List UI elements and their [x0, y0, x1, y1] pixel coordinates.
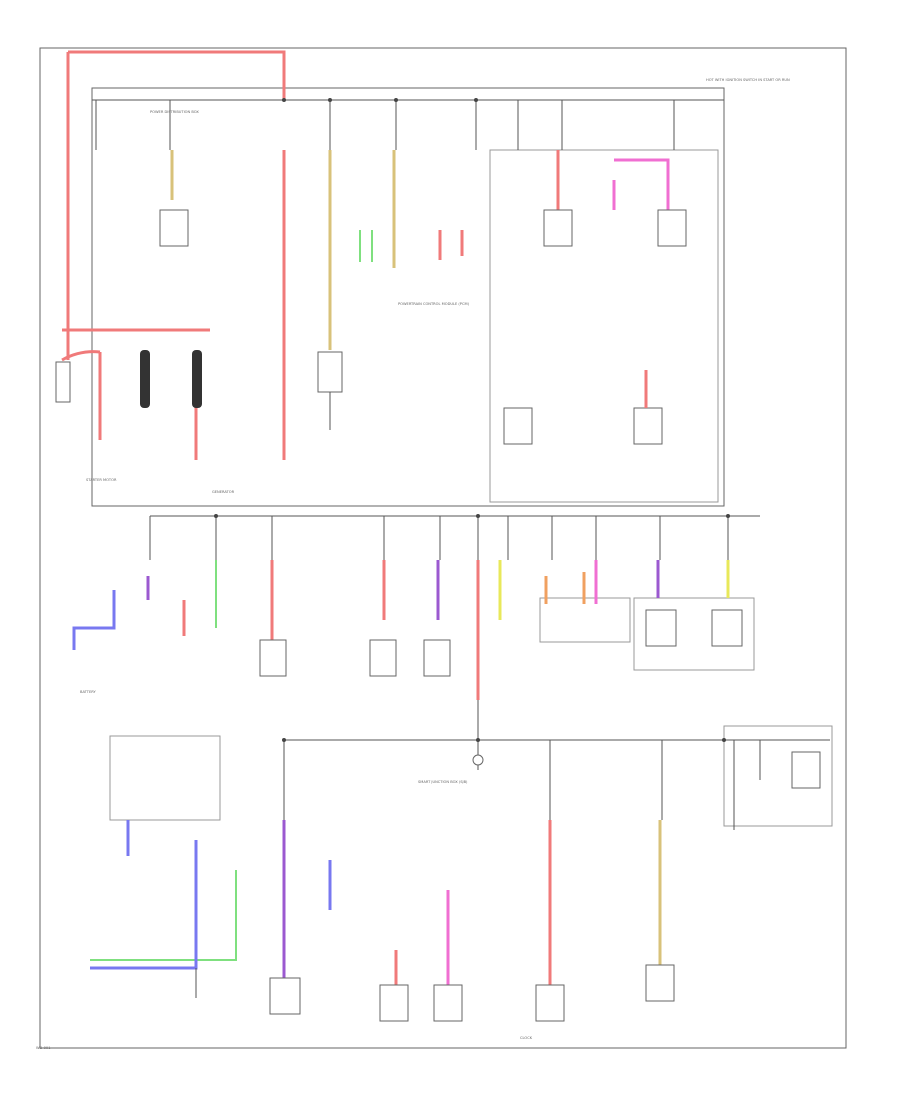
green-wire-lower	[90, 870, 237, 961]
corner-tag: WD-001	[36, 1046, 51, 1050]
module-lower-1	[269, 977, 301, 1015]
module-top-1	[159, 209, 189, 247]
upper-fuse-box-outline	[91, 87, 725, 507]
ground-symbol	[472, 754, 484, 766]
module-top-2	[543, 209, 573, 247]
lower-right-box	[723, 725, 833, 827]
starter-label: STARTER MOTOR	[86, 478, 117, 482]
battery-symbol	[55, 361, 71, 403]
inner-module-box	[489, 149, 719, 503]
resistor-block	[317, 351, 343, 393]
battery-label: BATTERY	[80, 690, 96, 694]
blue-wire-left	[72, 590, 116, 650]
power-dist-label: POWER DISTRIBUTION BOX	[150, 110, 199, 114]
clock-label: CLOCK	[520, 1036, 533, 1040]
pcm-label: POWERTRAIN CONTROL MODULE (PCM)	[398, 302, 469, 306]
middle-right-module-box	[633, 597, 755, 671]
top-right-label: HOT WITH IGNITION SWITCH IN START OR RUN	[706, 78, 790, 82]
fuse-link-2	[192, 350, 202, 408]
fuse-link-1	[140, 350, 150, 408]
battery-feed-wire	[68, 50, 286, 100]
left-lower-module-box	[109, 735, 221, 821]
sjb-label: SMART JUNCTION BOX (SJB)	[418, 780, 468, 784]
module-top-3	[657, 209, 687, 247]
generator-label: GENERATOR	[212, 490, 235, 494]
pink-wire-top	[612, 158, 670, 210]
